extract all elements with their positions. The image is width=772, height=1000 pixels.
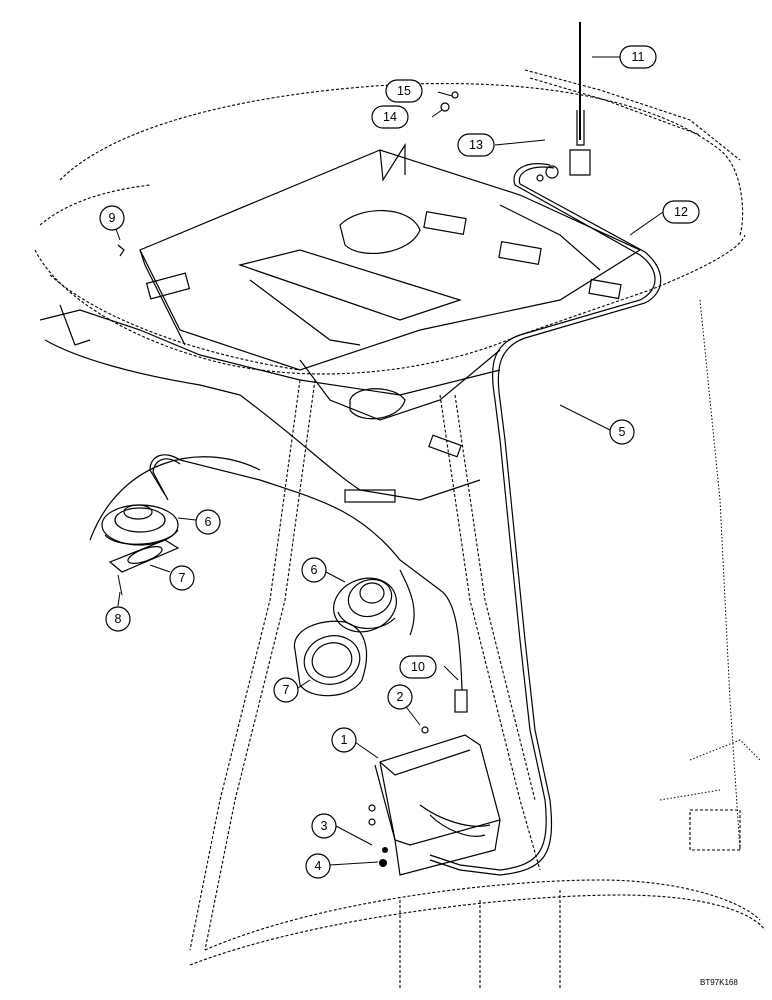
dome-light-opening [349, 388, 406, 420]
cab-pillars [189, 299, 766, 990]
svg-text:3: 3 [321, 819, 328, 833]
antenna-cable [429, 163, 662, 876]
harness-connector [454, 689, 468, 713]
left-speaker [101, 504, 179, 546]
svg-text:13: 13 [469, 138, 483, 152]
svg-text:14: 14 [383, 110, 397, 124]
cab-roof-outline [34, 69, 746, 375]
svg-text:11: 11 [632, 50, 645, 64]
callout-12: 12 [662, 200, 700, 224]
svg-text:6: 6 [205, 515, 212, 529]
svg-text:12: 12 [674, 205, 688, 219]
callout-7-right: 7 [273, 677, 299, 703]
headliner-tray [139, 142, 642, 421]
screw-2 [421, 726, 429, 734]
left-grille [108, 539, 180, 596]
right-grille [293, 620, 368, 697]
svg-text:7: 7 [283, 683, 290, 697]
callout-1: 1 [331, 727, 357, 753]
svg-text:10: 10 [411, 660, 425, 674]
callout-14: 14 [371, 105, 409, 129]
callout-7-left: 7 [169, 565, 195, 591]
callouts: 11 15 14 13 12 9 5 6 [99, 45, 700, 879]
callout-3: 3 [311, 813, 337, 839]
callout-11: 11 [619, 45, 657, 69]
svg-text:2: 2 [397, 690, 404, 704]
svg-text:8: 8 [115, 612, 122, 626]
callout-5: 5 [609, 419, 635, 445]
hardware [117, 91, 459, 257]
leader-lines [111, 56, 664, 866]
svg-text:1: 1 [341, 733, 348, 747]
callout-4: 4 [305, 853, 331, 879]
speaker-harness [89, 454, 468, 713]
callout-15: 15 [385, 79, 423, 103]
callout-6-right: 6 [301, 557, 327, 583]
front-header [39, 304, 501, 503]
svg-text:9: 9 [109, 211, 116, 225]
callout-13: 13 [457, 133, 495, 157]
svg-text:7: 7 [179, 571, 186, 585]
callout-8: 8 [105, 606, 131, 632]
callout-9: 9 [99, 205, 125, 231]
svg-text:6: 6 [311, 563, 318, 577]
reference-code: BT97K168 [700, 978, 738, 987]
svg-text:4: 4 [315, 859, 322, 873]
callout-10: 10 [399, 655, 437, 679]
right-speaker [333, 577, 397, 633]
svg-text:5: 5 [619, 425, 626, 439]
svg-text:15: 15 [397, 84, 411, 98]
radio-bracket [368, 726, 501, 876]
callout-2: 2 [387, 684, 413, 710]
callout-6-left: 6 [195, 509, 221, 535]
antenna [536, 22, 591, 182]
